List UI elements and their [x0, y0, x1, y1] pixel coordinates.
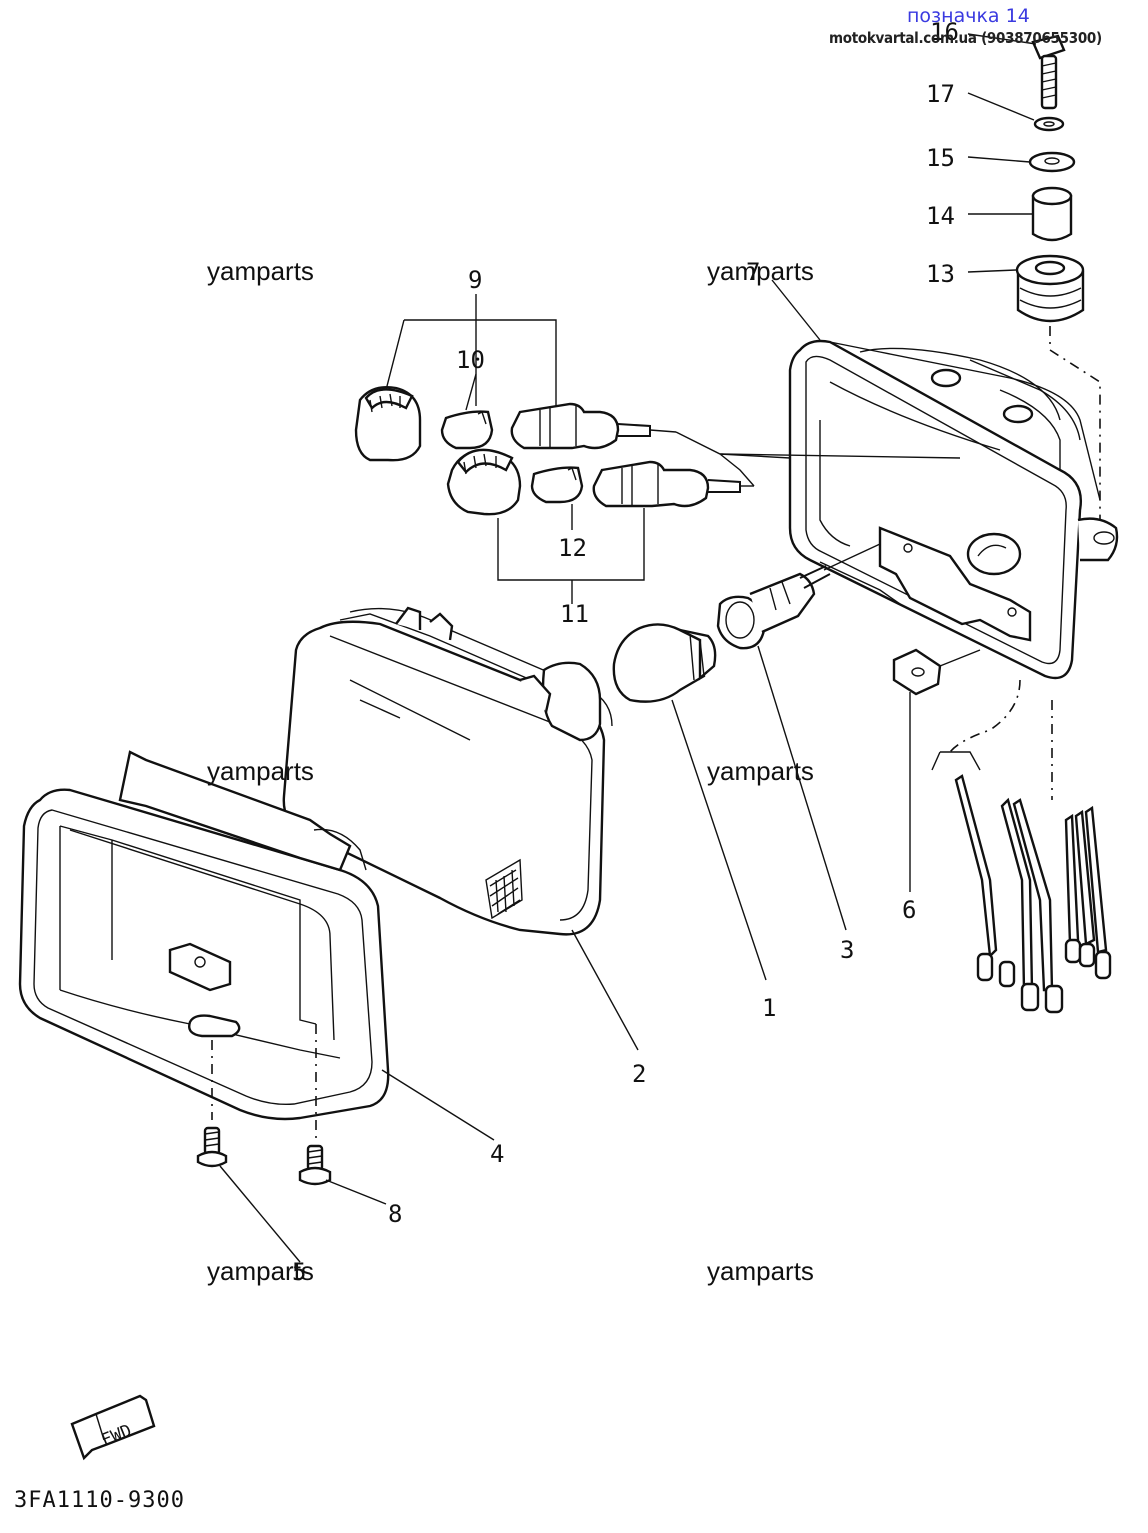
watermark: yamparts	[207, 1256, 314, 1286]
callout-8: 8	[388, 1200, 402, 1228]
collar-part-14	[1031, 186, 1073, 242]
bolt-part-16	[1031, 34, 1066, 110]
callout-15: 15	[926, 144, 955, 172]
callout-3: 3	[840, 936, 854, 964]
watermark: yamparts	[207, 256, 314, 286]
callout-9: 9	[468, 266, 482, 294]
diagram-code: 3FA1110-9300	[14, 1488, 185, 1513]
lock-washer-part-17	[1033, 116, 1065, 132]
callout-numbers: 1 2 3 4 5 6 7 8 9 10 11 12 13 14 15 16 1…	[292, 18, 959, 1286]
watermark: yamparts	[707, 256, 814, 286]
callout-10: 10	[456, 346, 485, 374]
watermark: yamparts	[207, 756, 314, 786]
headlight-rim-part-4	[18, 750, 390, 1121]
callout-6: 6	[902, 896, 916, 924]
damper-part-13	[1015, 254, 1085, 323]
watermark: yamparts	[707, 1256, 814, 1286]
headlight-body-part-7	[788, 339, 1119, 680]
callout-16: 16	[930, 18, 959, 46]
callout-7: 7	[746, 258, 760, 286]
callout-2: 2	[632, 1060, 646, 1088]
screw-part-8	[298, 1144, 332, 1186]
watermark: yamparts	[707, 756, 814, 786]
socket-assy-part-9	[354, 386, 677, 462]
washer-part-15	[1028, 151, 1076, 173]
header-label: позначка 14	[907, 5, 1030, 27]
callout-1: 1	[762, 994, 776, 1022]
callout-17: 17	[926, 80, 955, 108]
bulb-socket-part-3	[716, 565, 831, 650]
headlight-unit-part-2	[282, 606, 613, 936]
callout-4: 4	[490, 1140, 504, 1168]
header-site: motokvartal.com.ua (903870655300)	[829, 29, 1102, 47]
screw-part-5	[196, 1126, 228, 1168]
socket-assy-part-11	[446, 448, 754, 516]
callout-12: 12	[558, 534, 587, 562]
callout-5: 5	[292, 1258, 306, 1286]
nut-part-6	[892, 648, 942, 696]
callout-13: 13	[926, 260, 955, 288]
callout-14: 14	[926, 202, 955, 230]
wire-harness	[931, 679, 1112, 1014]
callout-11: 11	[560, 600, 589, 628]
fwd-arrow-icon: FWD	[70, 1394, 156, 1461]
leader-lines	[219, 33, 1037, 1263]
bulb-part-1	[612, 623, 717, 703]
